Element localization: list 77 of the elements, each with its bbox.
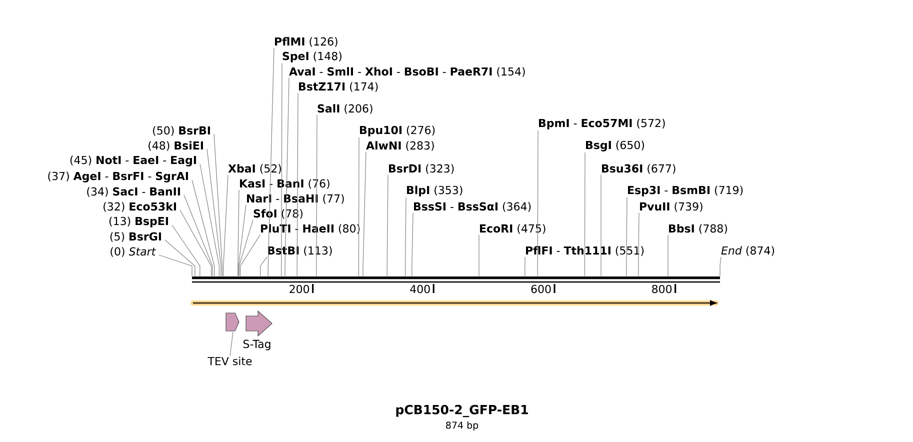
leader-line	[223, 174, 228, 276]
leader-line	[316, 114, 318, 276]
leader-line	[230, 332, 234, 356]
enzyme-label: AlwNI (283)	[366, 141, 434, 151]
sequence-line	[192, 276, 720, 283]
scale-tick: 200	[290, 284, 314, 294]
enzyme-label: Bpu10I (276)	[360, 126, 435, 136]
enzyme-label: (0) Start	[110, 247, 156, 257]
enzyme-label: NarI - BsaHI (77)	[247, 194, 344, 204]
leader-line	[386, 174, 388, 276]
leader-line	[600, 174, 602, 276]
sequence-length: 874 bp	[446, 421, 478, 431]
leader-line	[412, 212, 414, 276]
enzyme-label: (34) SacI - BanII	[87, 187, 180, 197]
feature-symbol	[246, 310, 272, 337]
leader-line	[238, 220, 254, 276]
leader-line	[260, 256, 268, 276]
enzyme-label: Esp3I - BsmBI (719)	[628, 186, 743, 196]
enzyme-label: (37) AgeI - BsrFI - SgrAI	[48, 172, 188, 182]
leader-line	[584, 152, 586, 276]
scale-tick: 800	[652, 284, 676, 294]
enzyme-label: BssSI - BssSαI (364)	[414, 202, 531, 212]
leader-line	[238, 204, 246, 276]
enzyme-label: BpmI - Eco57MI (572)	[539, 118, 665, 130]
leader-line	[238, 190, 240, 276]
enzyme-label: BsgI (650)	[586, 140, 644, 152]
feature-label: TEV site	[208, 356, 252, 366]
enzyme-label: SpeI (148)	[282, 52, 342, 62]
leader-line	[184, 194, 213, 276]
enzyme-label: AvaI - SmlI - XhoI - BsoBI - PaeR7I (154)	[289, 67, 525, 77]
enzyme-label: (5) BsrGI	[110, 232, 161, 242]
leader-line	[214, 134, 222, 276]
feature-symbol	[226, 312, 240, 332]
enzyme-label: BstBI (113)	[268, 246, 332, 256]
leader-line	[192, 180, 215, 276]
enzyme-label: BlpI (353)	[407, 186, 462, 196]
leader-line	[638, 212, 640, 276]
enzyme-label: (13) BspEI	[109, 216, 168, 228]
leader-line	[200, 164, 220, 276]
leader-line	[626, 197, 628, 276]
enzyme-label: (50) BsrBI	[153, 126, 210, 136]
leader-line	[281, 63, 282, 276]
scale-tick: 600	[531, 284, 556, 294]
leader-line	[284, 78, 290, 276]
enzyme-label: SfoI (78)	[254, 209, 302, 219]
feature-label: S-Tag	[243, 340, 270, 350]
leader-line	[206, 148, 222, 276]
leader-line	[164, 240, 196, 276]
leader-line	[720, 256, 722, 276]
enzyme-label: PvuII (739)	[640, 202, 702, 212]
enzyme-label: (45) NotI - EaeI - EagI	[70, 156, 196, 166]
leader-line	[296, 92, 298, 276]
enzyme-label: Bsu36I (677)	[602, 164, 676, 174]
enzyme-label: EcoRI (475)	[480, 224, 546, 234]
enzyme-label: BbsI (788)	[669, 224, 728, 234]
enzyme-label: PflMI (126)	[275, 37, 338, 47]
leader-line	[158, 254, 192, 276]
enzyme-label: End (874)	[721, 246, 774, 256]
enzyme-label: (32) Eco53kI	[104, 202, 176, 212]
leader-line	[537, 130, 538, 276]
leader-line	[240, 234, 260, 276]
leader-line	[478, 234, 480, 276]
enzyme-label: BstZ17I (174)	[299, 82, 378, 92]
leader-line	[362, 152, 366, 276]
enzyme-label: BsrDI (323)	[389, 164, 454, 174]
enzyme-label: (48) BsiEI	[148, 141, 203, 151]
leader-line	[172, 224, 200, 276]
scale-tick: 400	[410, 284, 434, 294]
leader-line	[524, 256, 526, 276]
enzyme-label: PflFI - Tth111I (551)	[526, 246, 644, 256]
enzyme-label: SalI (206)	[318, 104, 372, 114]
leader-line	[180, 210, 212, 276]
leader-line	[405, 197, 406, 276]
leader-line	[358, 137, 360, 276]
leader-line	[268, 48, 274, 276]
enzyme-label: XbaI (52)	[228, 164, 281, 174]
map-title: pCB150-2_GFP-EB1	[396, 404, 528, 418]
